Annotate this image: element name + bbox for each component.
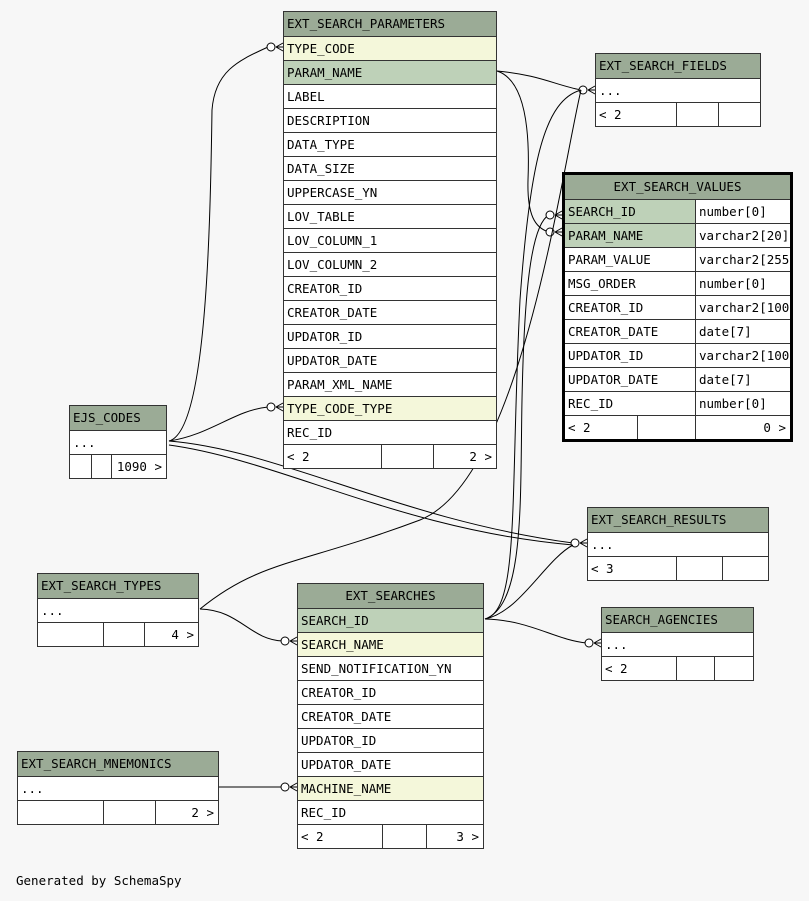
column-row: LABEL (284, 84, 496, 108)
table-footer: 2 > (18, 800, 218, 824)
collapsed-columns: ... (18, 776, 218, 800)
table-ext-search-results[interactable]: EXT_SEARCH_RESULTS ... < 3 (587, 507, 769, 581)
relationship-line (168, 444, 574, 546)
column-row: SEARCH_NAME (298, 632, 483, 656)
table-footer: 1090 > (70, 454, 166, 478)
column-row: DESCRIPTION (284, 108, 496, 132)
crows-foot-marker (578, 85, 596, 95)
table-footer: < 2 3 > (298, 824, 483, 848)
table-header: EXT_SEARCH_RESULTS (588, 508, 768, 532)
column-row: MACHINE_NAME (298, 776, 483, 800)
generated-by-text: Generated by SchemaSpy (16, 873, 182, 888)
table-footer: < 2 2 > (284, 444, 496, 468)
collapsed-columns: ... (588, 532, 768, 556)
column-row: UPDATOR_DATE (298, 752, 483, 776)
relationship-line (168, 406, 269, 442)
table-header: EJS_CODES (70, 406, 166, 430)
table-header: EXT_SEARCH_MNEMONICS (18, 752, 218, 776)
column-row: TYPE_CODE (284, 36, 496, 60)
collapsed-columns: ... (38, 598, 198, 622)
table-footer: 4 > (38, 622, 198, 646)
column-row: CREATOR_DATE (298, 704, 483, 728)
table-ext-search-fields[interactable]: EXT_SEARCH_FIELDS ... < 2 (595, 53, 761, 127)
column-row: LOV_COLUMN_2 (284, 252, 496, 276)
table-header: EXT_SEARCHES (298, 584, 483, 608)
crows-foot-marker (545, 227, 563, 237)
column-row: TYPE_CODE_TYPE (284, 396, 496, 420)
table-ext-search-types[interactable]: EXT_SEARCH_TYPES ... 4 > (37, 573, 199, 647)
column-row: LOV_COLUMN_1 (284, 228, 496, 252)
column-row: PARAM_NAME (284, 60, 496, 84)
column-row: REC_ID (284, 420, 496, 444)
relationship-line (168, 46, 269, 442)
crows-foot-marker (570, 538, 588, 548)
crows-foot-marker (280, 636, 298, 646)
table-ext-search-parameters[interactable]: EXT_SEARCH_PARAMETERS TYPE_CODE PARAM_NA… (283, 11, 497, 469)
table-header: EXT_SEARCH_PARAMETERS (284, 12, 496, 36)
table-header: SEARCH_AGENCIES (602, 608, 753, 632)
column-row: DATA_SIZE (284, 156, 496, 180)
collapsed-columns: ... (602, 632, 753, 656)
crows-foot-marker (266, 42, 284, 52)
column-row: CREATOR_DATE (284, 300, 496, 324)
crows-foot-marker (545, 210, 563, 220)
column-row: UPDATOR_ID (284, 324, 496, 348)
column-row: UPDATOR_ID (298, 728, 483, 752)
relationship-line (199, 608, 284, 642)
table-header: EXT_SEARCH_FIELDS (596, 54, 760, 78)
column-row: UPPERCASE_YN (284, 180, 496, 204)
collapsed-columns: ... (70, 430, 166, 454)
table-footer: < 3 (588, 556, 768, 580)
table-header: EXT_SEARCH_VALUES (565, 175, 790, 199)
relationship-line (496, 70, 582, 91)
column-row: UPDATOR_DATE (284, 348, 496, 372)
crows-foot-marker (266, 402, 284, 412)
column-row: PARAM_XML_NAME (284, 372, 496, 396)
table-footer: < 2 0 > (565, 415, 790, 439)
table-header: EXT_SEARCH_TYPES (38, 574, 198, 598)
column-row: LOV_TABLE (284, 204, 496, 228)
table-footer: < 2 (602, 656, 753, 680)
column-row: DATA_TYPE (284, 132, 496, 156)
collapsed-columns: ... (596, 78, 760, 102)
table-footer: < 2 (596, 102, 760, 126)
relationship-line (496, 70, 550, 233)
table-ejs-codes[interactable]: EJS_CODES ... 1090 > (69, 405, 167, 479)
relationship-line (484, 618, 588, 644)
column-row: SEND_NOTIFICATION_YN (298, 656, 483, 680)
relationship-line (484, 214, 550, 620)
crows-foot-marker (280, 782, 298, 792)
table-search-agencies[interactable]: SEARCH_AGENCIES ... < 2 (601, 607, 754, 681)
crows-foot-marker (584, 638, 602, 648)
table-ext-search-mnemonics[interactable]: EXT_SEARCH_MNEMONICS ... 2 > (17, 751, 219, 825)
table-ext-searches[interactable]: EXT_SEARCHES SEARCH_ID SEARCH_NAME SEND_… (297, 583, 484, 849)
relationship-line (199, 89, 582, 610)
column-row: REC_ID (298, 800, 483, 824)
column-row: SEARCH_ID (298, 608, 483, 632)
relationship-line (484, 89, 582, 620)
column-row: CREATOR_ID (298, 680, 483, 704)
relationship-line (484, 544, 574, 620)
relationship-line (168, 440, 574, 544)
column-row: CREATOR_ID (284, 276, 496, 300)
